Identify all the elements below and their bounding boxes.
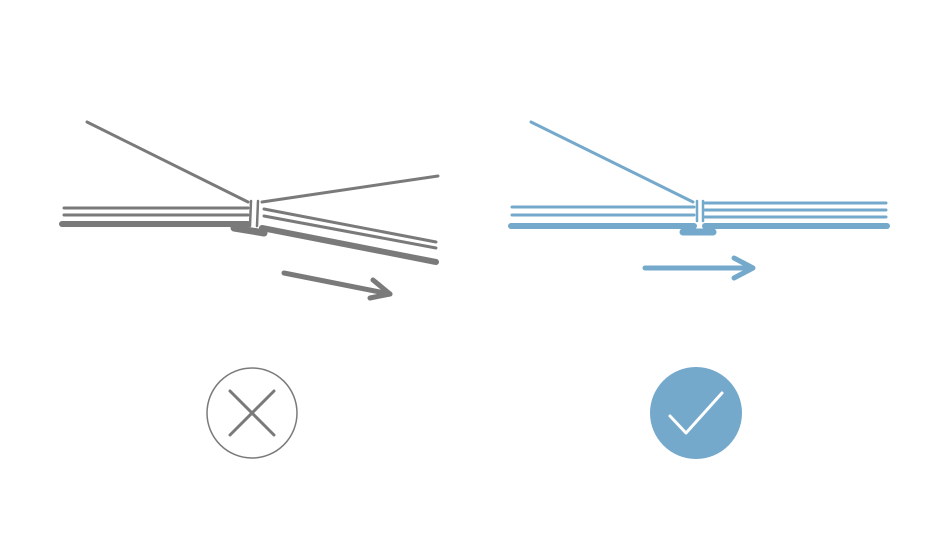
check-badge [650,367,742,459]
checkmark-icon [668,391,724,435]
incorrect-right-rail-3 [259,225,439,265]
check-badge-circle [650,367,742,459]
cross-icon [228,389,276,437]
correct-incoming-fiber [529,120,695,204]
incorrect-right-rail-1 [262,207,438,244]
correct-panel [508,120,890,281]
incorrect-joint-mark-1 [248,199,253,228]
incorrect-panel [59,120,440,301]
incorrect-direction-arrow-shaft [281,270,393,297]
incorrect-direction-arrow-head [367,277,393,301]
incorrect-incoming-fiber [85,120,250,204]
correct-direction-arrow-head [731,255,756,281]
cross-badge [206,367,298,459]
incorrect-joint-mark-2 [255,199,260,228]
incorrect-outgoing-fiber [260,174,440,204]
incorrect-right-rail-2 [262,214,438,250]
incorrect-connector-block [230,224,268,237]
